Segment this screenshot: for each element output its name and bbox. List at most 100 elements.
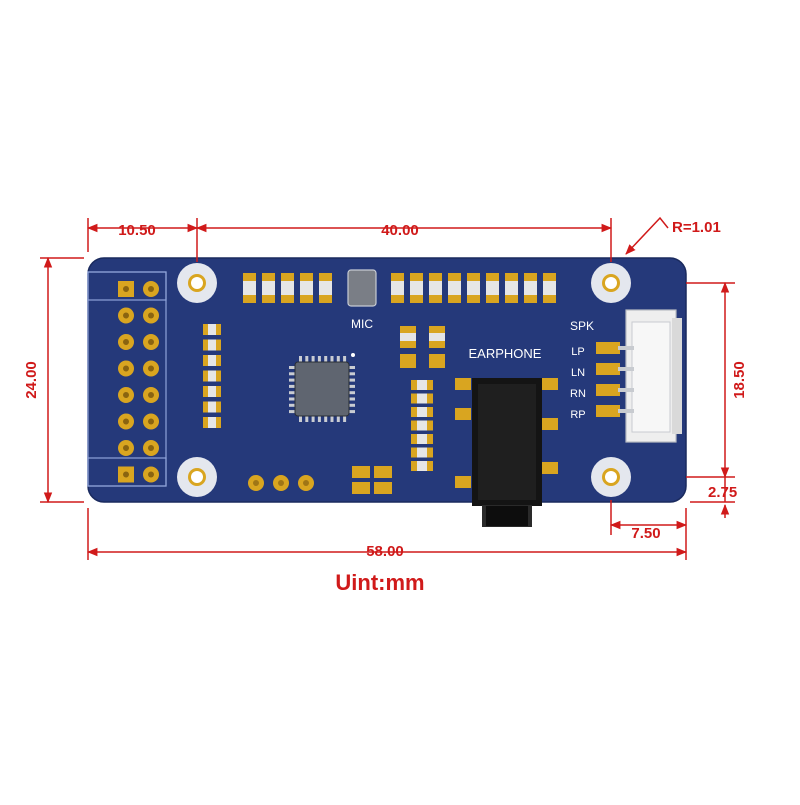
- ic-pin: [330, 414, 334, 422]
- connector-pin-pad: [596, 405, 620, 417]
- smd-pad: [429, 295, 442, 303]
- smd-pad: [411, 461, 417, 471]
- smd-pad: [505, 273, 518, 281]
- ic-pin: [347, 410, 355, 414]
- ic-pin: [289, 391, 297, 395]
- smd-pad: [216, 386, 221, 397]
- pin-label-ln: LN: [571, 367, 585, 379]
- earphone-label: EARPHONE: [469, 346, 542, 361]
- smd-pad: [216, 370, 221, 382]
- dim-top-left-width: 10.50: [118, 222, 156, 239]
- smd-pad: [203, 370, 208, 382]
- smd-resistor: [203, 324, 221, 335]
- ic-pin: [305, 356, 309, 364]
- smd-pad: [203, 324, 208, 335]
- smd-pad: [391, 273, 404, 281]
- ic-pin: [289, 384, 297, 388]
- smd-pad: [203, 386, 208, 397]
- dim-corner-radius: R=1.01: [672, 219, 721, 236]
- smd-pad: [427, 461, 433, 471]
- smd-resistor: [411, 407, 433, 417]
- smd-pad: [319, 295, 332, 303]
- smd-pad: [411, 380, 417, 390]
- ic-pin: [347, 366, 355, 369]
- smd-pad: [427, 380, 433, 390]
- smd-pad: [410, 273, 423, 281]
- smd-pad: [486, 295, 499, 303]
- header-pin-hole: [148, 339, 154, 345]
- pin-label-lp: LP: [571, 346, 584, 358]
- top-component-row: [243, 273, 556, 303]
- connector-pin: [618, 409, 634, 413]
- dim-board-width: 58.00: [366, 543, 404, 560]
- header-pin-hole: [148, 471, 154, 478]
- header-pin-hole: [123, 365, 129, 372]
- smd-resistor: [411, 434, 433, 444]
- ic-pin: [305, 414, 309, 422]
- smd-resistor: [203, 401, 221, 413]
- ic-pin: [317, 356, 321, 364]
- dim-hole-vertical-spacing: 18.50: [731, 361, 748, 399]
- smd-pad: [319, 273, 332, 281]
- smd-pad: [243, 273, 256, 281]
- ic-pin: [347, 391, 355, 395]
- smd-pad: [262, 273, 275, 281]
- smd-resistor: [411, 461, 433, 471]
- connector-pin-pad: [596, 363, 620, 375]
- smd-pad: [467, 295, 480, 303]
- ic-pin: [343, 356, 347, 364]
- smd-pad: [427, 393, 433, 404]
- unit-label: Uint:mm: [335, 570, 424, 595]
- smd-pad: [281, 295, 294, 303]
- smd-pad: [281, 273, 294, 281]
- left-component-column: [203, 324, 221, 428]
- header-pin-hole: [148, 392, 154, 398]
- smd-pad: [467, 273, 480, 281]
- dim-hole-spacing: 40.00: [381, 222, 419, 239]
- codec-chip: [289, 353, 355, 422]
- mounting-hole-top-right: [591, 263, 631, 303]
- smd-pad: [216, 401, 221, 413]
- smd-pad: [448, 295, 461, 303]
- ic-pin: [317, 414, 321, 422]
- earphone-jack: [472, 378, 542, 527]
- ic-pin: [289, 403, 297, 407]
- smd-pad: [300, 273, 313, 281]
- mic-label: MIC: [351, 317, 373, 331]
- smd-pad: [411, 434, 417, 444]
- mounting-hole-bottom-left: [177, 457, 217, 497]
- smd-pad: [203, 417, 208, 428]
- pin-label-rn: RN: [570, 388, 586, 400]
- header-pin-hole: [123, 286, 129, 292]
- dim-board-height: 24.00: [23, 361, 40, 399]
- smd-resistor: [203, 386, 221, 397]
- connector-pin-pad: [596, 342, 620, 354]
- smd-pad: [216, 355, 221, 366]
- smd-pad: [486, 273, 499, 281]
- capacitor-pair: [400, 326, 445, 368]
- quad-pad-component: [352, 466, 392, 494]
- speaker-connector: [596, 309, 682, 443]
- smd-pad: [216, 324, 221, 335]
- jack-pads: [455, 378, 558, 488]
- smd-resistor: [411, 447, 433, 458]
- connector-pin-pad: [596, 384, 620, 396]
- smd-pad: [543, 295, 556, 303]
- smd-resistor: [411, 393, 433, 404]
- microphone: MIC: [347, 269, 377, 331]
- smd-resistor: [411, 380, 433, 390]
- test-points: [248, 475, 314, 491]
- header-pin-hole: [123, 471, 129, 478]
- dimension-lines: [40, 216, 735, 560]
- mounting-hole-top-left: [177, 263, 217, 303]
- header-pin-hole: [148, 365, 154, 372]
- ic-pin: [311, 414, 315, 422]
- ic-pin: [330, 356, 334, 364]
- ic-pin: [343, 414, 347, 422]
- smd-resistor: [411, 420, 433, 431]
- ic-pin: [289, 372, 297, 376]
- smd-pad: [427, 407, 433, 417]
- ic-pin: [299, 414, 302, 422]
- smd-pad: [524, 273, 537, 281]
- header-pin-hole: [148, 312, 154, 319]
